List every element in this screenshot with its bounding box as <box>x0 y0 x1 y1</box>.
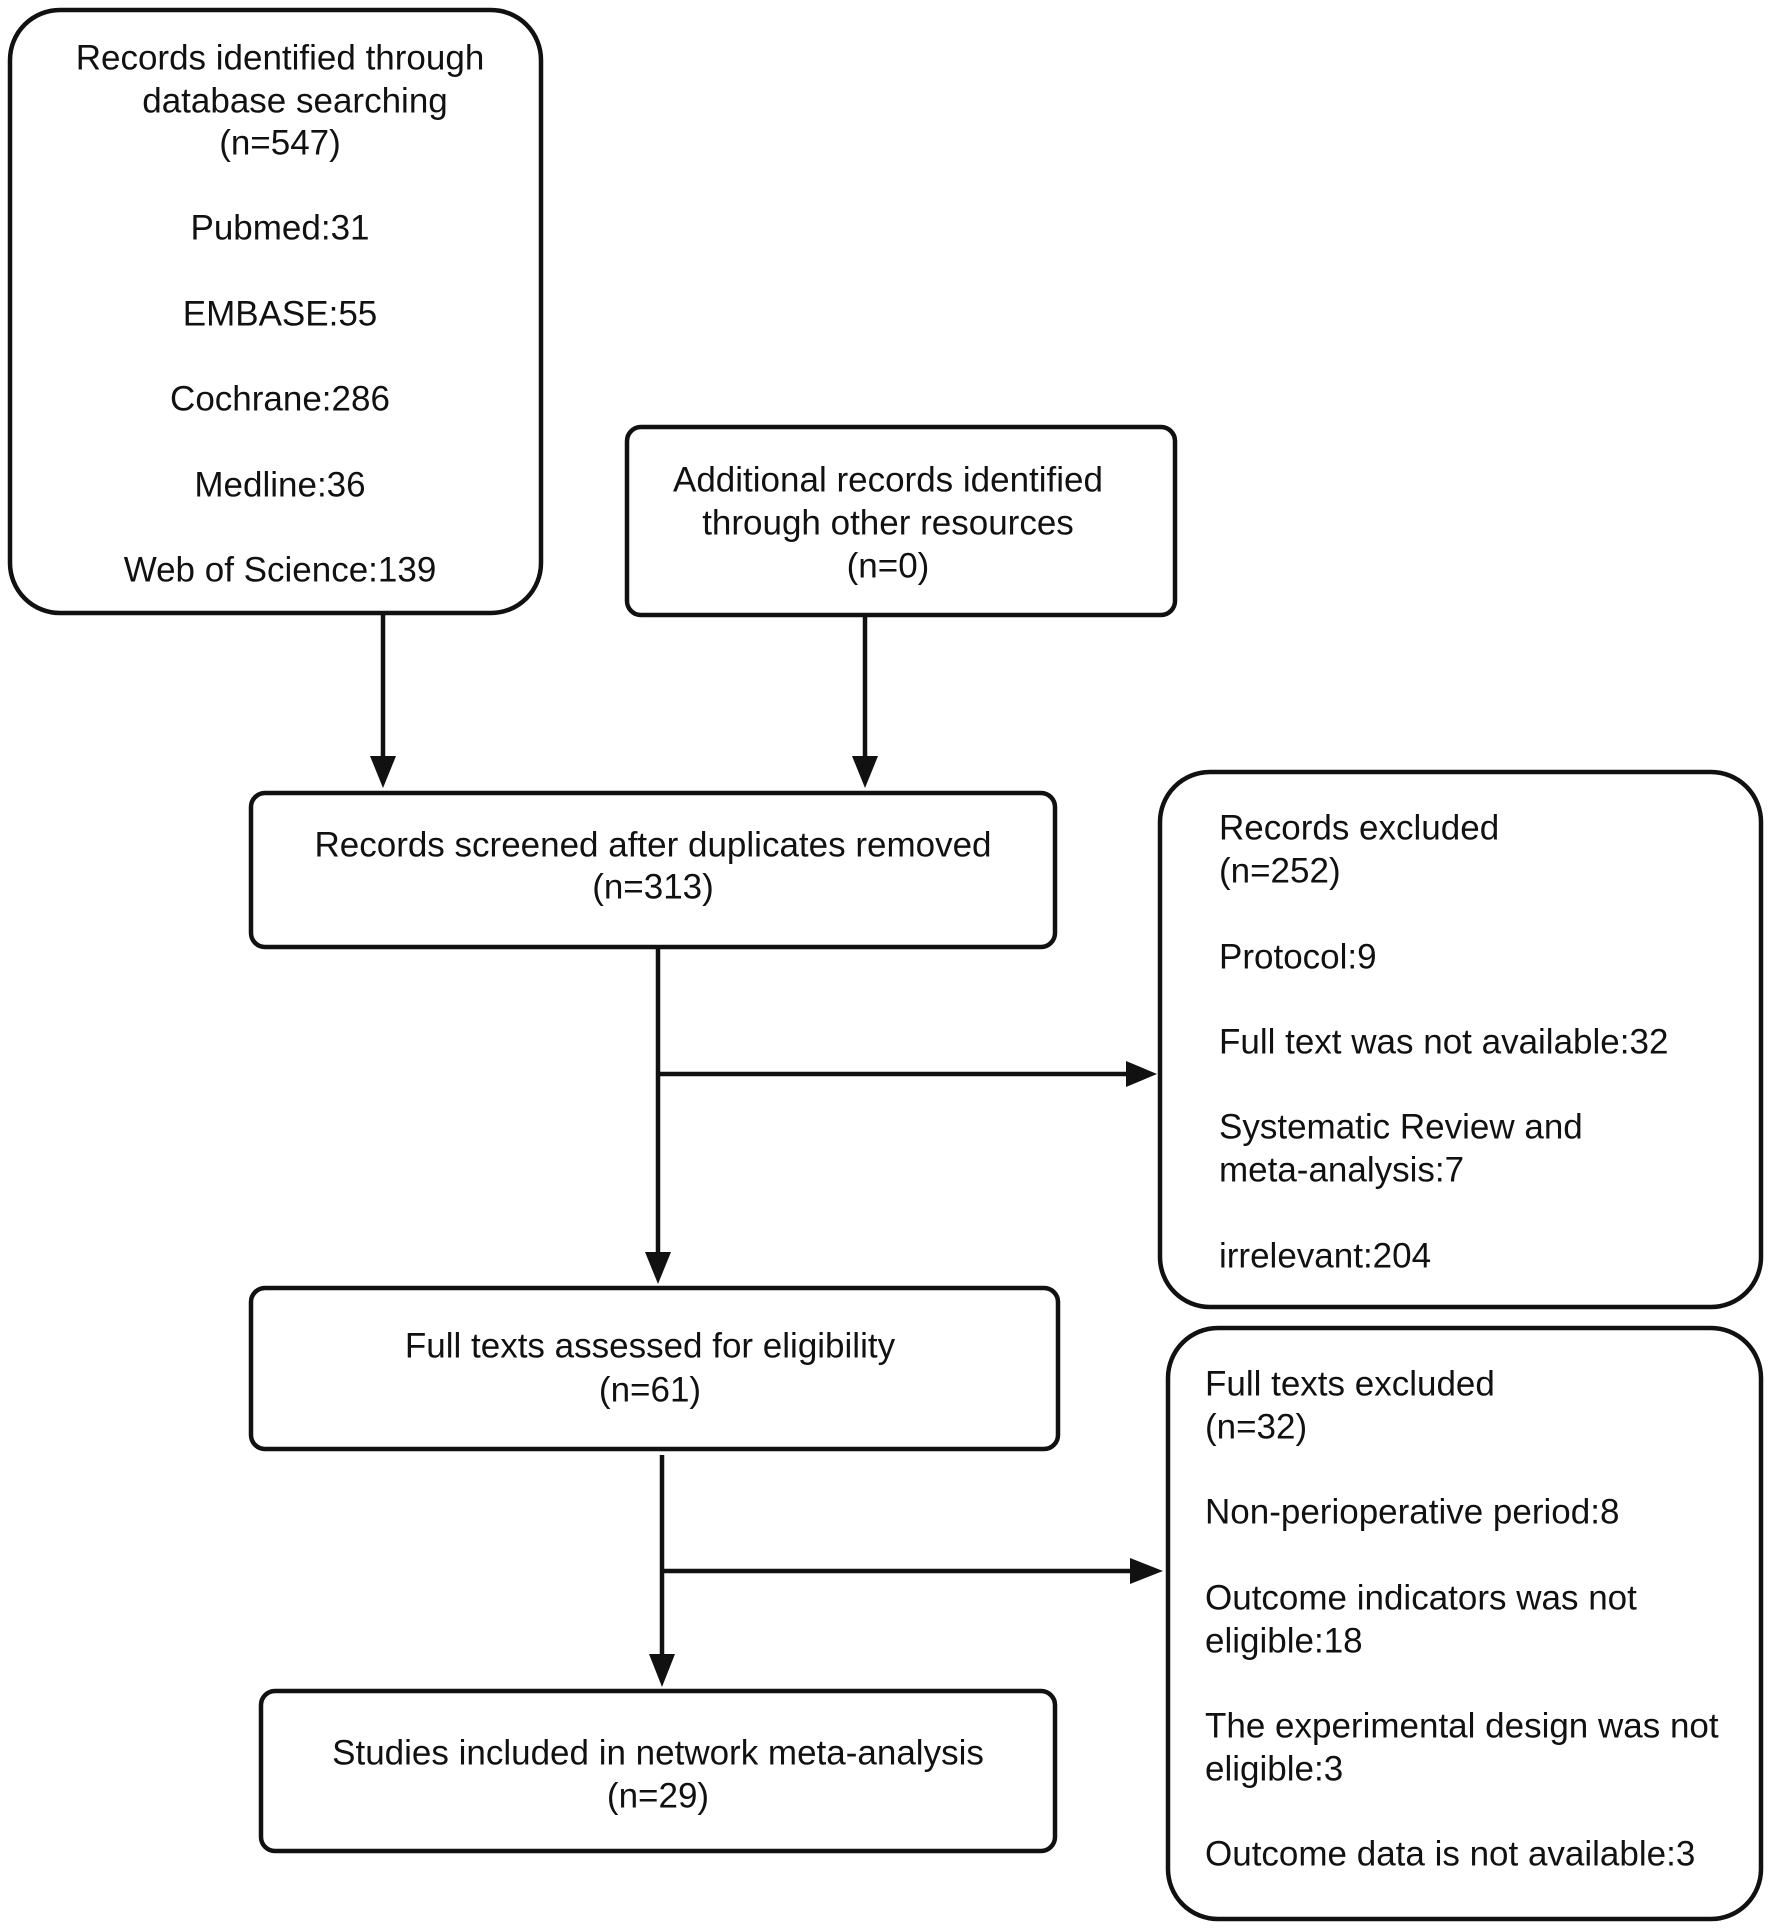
box-text: Outcome indicators was not <box>1205 1579 1637 1618</box>
arrow-eligibility-to-included <box>649 1455 675 1687</box>
source-count: Pubmed:31 <box>190 209 369 248</box>
box-text: The experimental design was not <box>1205 1707 1719 1746</box>
box-text: meta-analysis:7 <box>1219 1151 1464 1190</box>
source-count: EMBASE:55 <box>183 295 378 334</box>
arrow-database-to-screening <box>370 615 396 788</box>
records-excluded-box: Records excluded (n=252) Protocol:9 Full… <box>1157 769 1764 1310</box>
fulltext-excluded-box: Full texts excluded (n=32) Non-periopera… <box>1165 1325 1764 1922</box>
box-text: (n=313) <box>592 868 714 907</box>
box-text: (n=61) <box>599 1371 701 1410</box>
box-text: Records identified through <box>76 39 485 78</box>
box-text: (n=32) <box>1205 1408 1307 1447</box>
box-text: Studies included in network meta-analysi… <box>332 1734 984 1773</box>
box-text: (n=252) <box>1219 852 1341 891</box>
box-text: database searching <box>142 82 448 121</box>
box-text: irrelevant:204 <box>1219 1237 1431 1276</box>
box-text: Records excluded <box>1219 809 1499 848</box>
box-text: Full texts assessed for eligibility <box>405 1327 896 1366</box>
screening-box: Records screened after duplicates remove… <box>248 790 1058 950</box>
arrow-screening-to-eligibility <box>645 947 671 1284</box>
box-text: (n=547) <box>219 124 341 163</box>
box-text: Additional records identified <box>673 461 1103 500</box>
box-text: Protocol:9 <box>1219 938 1377 977</box>
box-text: eligible:3 <box>1205 1750 1343 1789</box>
box-text: Full texts excluded <box>1205 1365 1495 1404</box>
included-box: Studies included in network meta-analysi… <box>258 1688 1058 1854</box>
box-text: Records screened after duplicates remove… <box>314 826 991 865</box>
other-resources-box: Additional records identified through ot… <box>624 424 1178 618</box>
arrow-to-fulltext-excluded <box>664 1558 1163 1584</box>
database-search-box: Records identified through database sear… <box>7 7 544 616</box>
box-text: Full text was not available:32 <box>1219 1023 1668 1062</box>
box-text: eligible:18 <box>1205 1622 1363 1661</box>
box-text: Non-perioperative period:8 <box>1205 1493 1619 1532</box>
box-text: (n=0) <box>847 547 930 586</box>
box-text: (n=29) <box>607 1777 709 1816</box>
box-text: Systematic Review and <box>1219 1108 1583 1147</box>
source-count: Web of Science:139 <box>124 551 437 590</box>
source-count: Cochrane:286 <box>170 380 390 419</box>
box-text: Outcome data is not available:3 <box>1205 1835 1695 1874</box>
source-count: Medline:36 <box>194 466 365 505</box>
eligibility-box: Full texts assessed for eligibility (n=6… <box>248 1285 1061 1452</box>
arrow-to-records-excluded <box>660 1061 1157 1087</box>
box-text: through other resources <box>702 504 1074 543</box>
arrow-other-to-screening <box>852 615 878 788</box>
